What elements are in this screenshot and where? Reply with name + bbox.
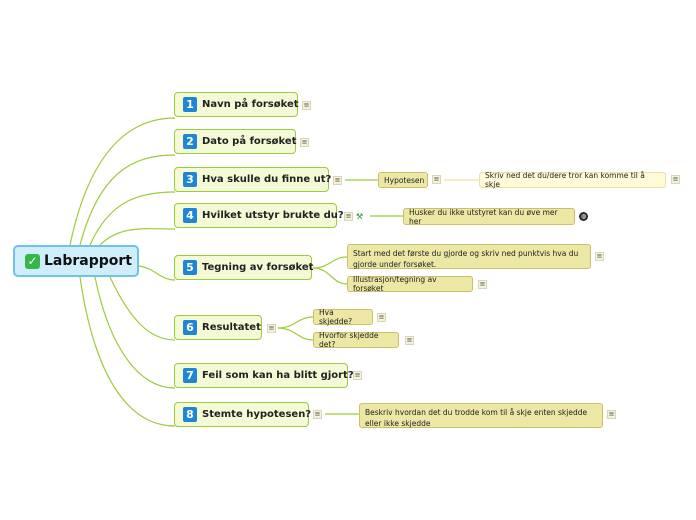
- topic-8[interactable]: 8 Stemte hypotesen?: [174, 402, 312, 427]
- subtopic-label: Hva skjedde?: [319, 308, 353, 326]
- number-badge: 5: [183, 260, 197, 275]
- note-icon[interactable]: ≡: [267, 324, 276, 333]
- subtopic-label: Illustrasjon/tegning av forsøket: [353, 275, 437, 293]
- subtopic-hypotese-beskriv[interactable]: Beskriv hvordan det du trodde kom til å …: [359, 403, 603, 428]
- number-badge: 8: [183, 407, 197, 422]
- topic-label: Feil som kan ha blitt gjort?: [202, 370, 354, 381]
- subtopic-label: Hypotesen: [384, 175, 425, 185]
- note-icon[interactable]: ≡: [671, 175, 680, 184]
- note-icon[interactable]: ≡: [313, 410, 322, 419]
- topic-label: Hvilket utstyr brukte du?: [202, 210, 344, 221]
- topic-6[interactable]: 6 Resultatet: [174, 315, 262, 340]
- subtopic-label: Skriv ned det du/dere tror kan komme til…: [485, 171, 645, 189]
- subtopic-hypotesen[interactable]: Hypotesen: [378, 172, 428, 188]
- topic-label: Tegning av forsøket: [202, 262, 314, 273]
- note-icon[interactable]: ≡: [595, 252, 604, 261]
- note-icon[interactable]: ≡: [405, 336, 414, 345]
- tools-icon[interactable]: ⚒: [356, 212, 364, 221]
- note-icon[interactable]: ≡: [607, 410, 616, 419]
- number-badge: 3: [183, 172, 197, 187]
- topic-3[interactable]: 3 Hva skulle du finne ut?: [174, 167, 332, 192]
- subtopic-label: Husker du ikke utstyret kan du øve mer h…: [409, 207, 558, 226]
- check-icon: ✓: [25, 253, 40, 269]
- subtopic-tegning-steps[interactable]: Start med det første du gjorde og skriv …: [347, 244, 591, 269]
- note-icon[interactable]: ≡: [432, 175, 441, 184]
- note-icon[interactable]: ≡: [377, 313, 386, 322]
- note-icon[interactable]: ≡: [302, 101, 311, 110]
- topic-label: Hva skulle du finne ut?: [202, 174, 332, 185]
- topic-5[interactable]: 5 Tegning av forsøket: [174, 255, 314, 280]
- number-badge: 1: [183, 97, 197, 112]
- note-icon[interactable]: ≡: [478, 280, 487, 289]
- topic-label: Stemte hypotesen?: [202, 409, 312, 420]
- topic-4[interactable]: 4 Hvilket utstyr brukte du?: [174, 203, 344, 228]
- note-icon[interactable]: ≡: [353, 371, 362, 380]
- number-badge: 4: [183, 208, 197, 223]
- note-icon[interactable]: ≡: [300, 138, 309, 147]
- topic-1[interactable]: 1 Navn på forsøket: [174, 92, 299, 117]
- topic-label: Resultatet: [202, 322, 261, 333]
- subtopic-hvorfor-skjedde[interactable]: Hvorfor skjedde det?: [313, 331, 399, 349]
- subtopic-label: Start med det første du gjorde og skriv …: [353, 249, 579, 269]
- root-label: Labrapport: [44, 253, 132, 269]
- topic-label: Dato på forsøket: [202, 136, 297, 147]
- number-badge: 7: [183, 368, 197, 383]
- number-badge: 2: [183, 134, 197, 149]
- topic-2[interactable]: 2 Dato på forsøket: [174, 129, 297, 154]
- note-icon[interactable]: ≡: [333, 176, 342, 185]
- note-icon[interactable]: ≡: [344, 212, 353, 221]
- subtopic-label: Hvorfor skjedde det?: [319, 331, 379, 349]
- subtopic-utstyr-detail[interactable]: Husker du ikke utstyret kan du øve mer h…: [403, 207, 575, 226]
- subtopic-hypotesen-detail[interactable]: Skriv ned det du/dere tror kan komme til…: [479, 171, 666, 189]
- subtopic-label: Beskriv hvordan det du trodde kom til å …: [365, 408, 588, 428]
- subtopic-hva-skjedde[interactable]: Hva skjedde?: [313, 308, 373, 326]
- topic-label: Navn på forsøket: [202, 99, 299, 110]
- topic-7[interactable]: 7 Feil som kan ha blitt gjort?: [174, 363, 354, 388]
- globe-icon[interactable]: ◍: [579, 212, 588, 221]
- number-badge: 6: [183, 320, 197, 335]
- root-node[interactable]: ✓ Labrapport: [13, 245, 139, 277]
- subtopic-tegning-illustrasjon[interactable]: Illustrasjon/tegning av forsøket: [347, 275, 473, 293]
